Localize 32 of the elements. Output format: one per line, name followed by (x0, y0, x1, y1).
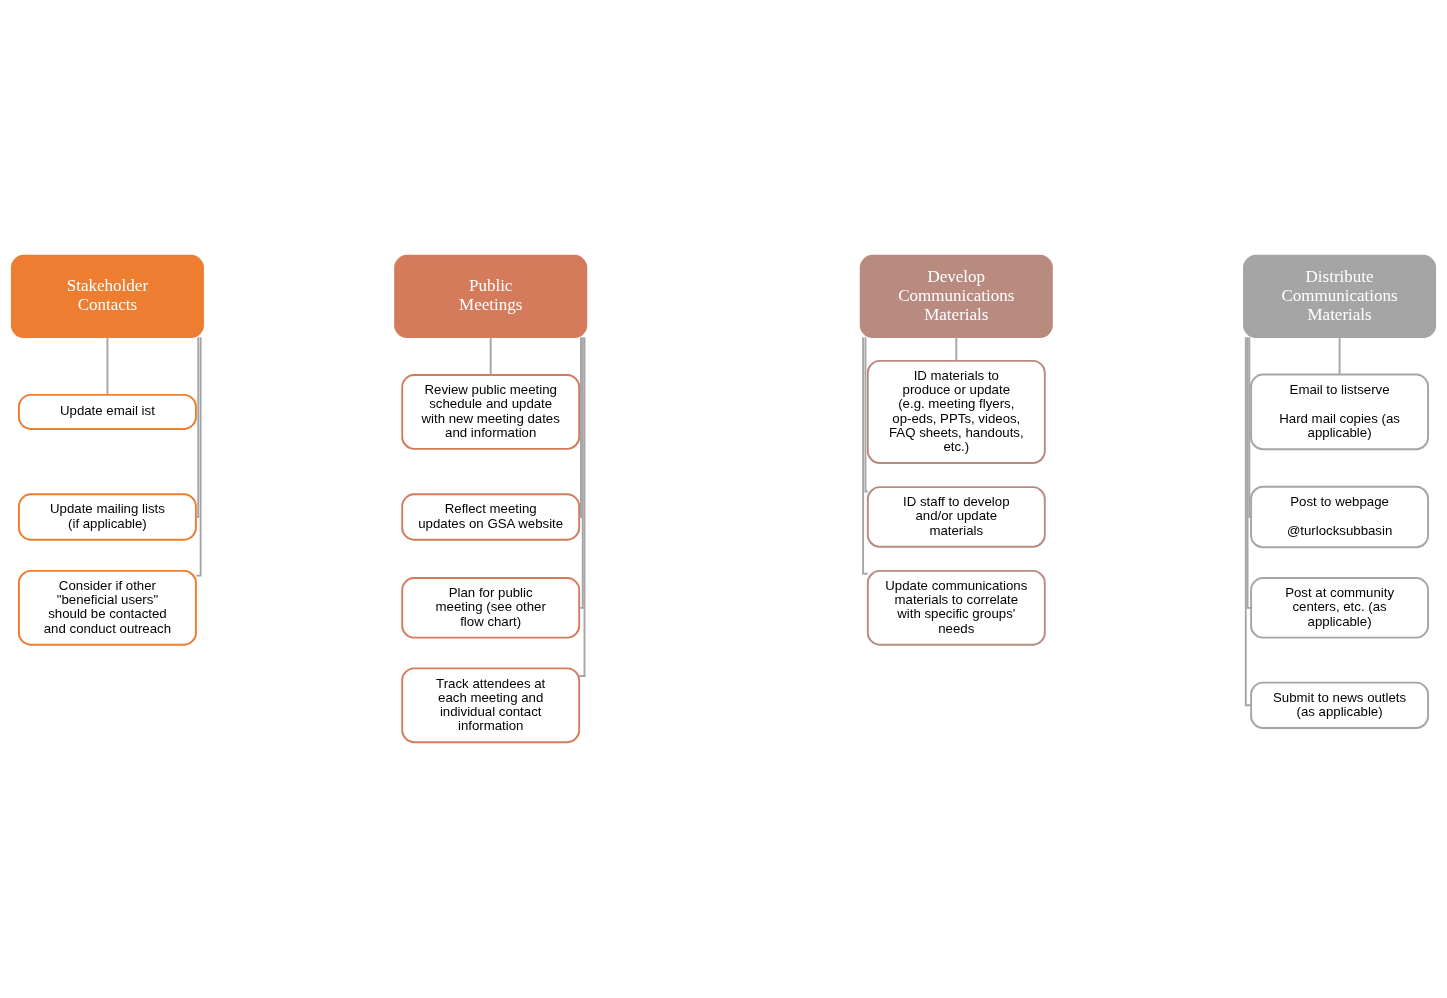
node-box: Develop Communications Materials (859, 254, 1053, 339)
connector (578, 336, 586, 677)
connector (106, 336, 109, 396)
node-box: Plan for public meeting (see other flow chart) (401, 577, 581, 639)
connector (195, 336, 202, 577)
connector (578, 336, 584, 609)
node-box: Post at community centers, etc. (as applicable) (1250, 577, 1429, 639)
connector (578, 336, 582, 518)
node-box: Email to listserve Hard mail copies (as applicable) (1250, 373, 1429, 451)
node-box: Submit to news outlets (as applicable) (1250, 681, 1429, 729)
node-box: Track attendees at each meeting and individual contact information (401, 667, 581, 744)
node-box: Public Meetings (394, 254, 588, 339)
node-box: Reflect meeting updates on GSA website (401, 493, 581, 541)
node-box: Update email ist (18, 393, 197, 430)
node-box: Post to webpage @turlocksubbasin (1250, 485, 1429, 549)
node-box: ID staff to develop and/or update materials (866, 486, 1046, 548)
node-box: Stakeholder Contacts (10, 254, 204, 339)
node-box: Distribute Communications Materials (1243, 254, 1437, 339)
node-box: Review public meeting schedule and update with new meeting dates and information (401, 374, 581, 450)
connector (1248, 336, 1252, 518)
connector (195, 336, 200, 518)
connector (864, 336, 869, 493)
node-box: Update mailing lists (if applicable) (18, 493, 197, 541)
connector (862, 336, 869, 575)
node-box: Update communications materials to correlate with specific groups' needs (866, 569, 1046, 646)
connector (1246, 336, 1252, 609)
connector (1244, 336, 1253, 707)
connector (489, 336, 492, 376)
node-box: ID materials to produce or update (e.g. meeting flyers, op-eds, PPTs, videos, FAQ sheets, handouts, etc.) (866, 359, 1046, 464)
connector (955, 336, 958, 362)
node-box: Consider if other "beneficial users" should be contacted and conduct outreach (18, 569, 197, 646)
connector (1338, 336, 1341, 376)
